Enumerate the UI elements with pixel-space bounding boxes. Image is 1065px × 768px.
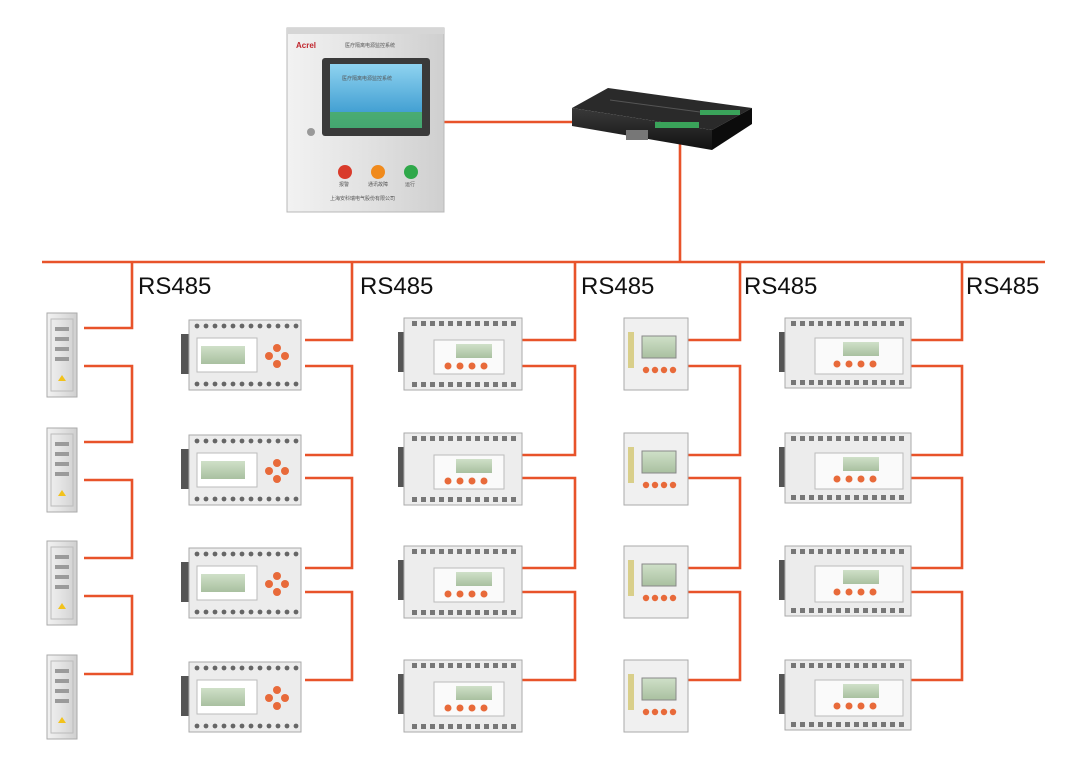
lcd-display: [641, 677, 677, 701]
insulation-monitor-wide-4: [181, 661, 302, 733]
lcd-display: [641, 335, 677, 359]
insulation-monitor-din-3: [398, 545, 523, 619]
insulation-monitor-din-4: [398, 659, 523, 733]
lcd-display: [201, 346, 245, 364]
alarm-light-icon: [338, 165, 352, 179]
cabinet-title: 医疗隔离电源监控系统: [345, 42, 395, 49]
multi-channel-monitor-2: [779, 432, 912, 504]
compact-monitor-2: [623, 432, 689, 506]
lcd-display: [843, 684, 879, 698]
insulation-monitor-din-1: [398, 317, 523, 391]
communication-gateway: [572, 88, 752, 150]
column-1-chain: [84, 262, 134, 676]
run-light-icon: [404, 165, 418, 179]
compact-monitor-1: [623, 317, 689, 391]
insulation-monitor-wide-3: [181, 547, 302, 619]
isolation-power-cabinet-2: [46, 427, 78, 513]
insulation-monitor-din-2: [398, 432, 523, 506]
warning-icon: [58, 375, 66, 381]
column-3-chain: [522, 262, 577, 682]
multi-channel-monitor-3: [779, 545, 912, 617]
lcd-display: [201, 461, 245, 479]
cabinet-lock-icon: [307, 128, 315, 136]
column-5-chain: [905, 262, 964, 682]
insulation-monitor-wide-2: [181, 434, 302, 506]
compact-monitor-3: [623, 545, 689, 619]
run-label: 运行: [405, 181, 415, 188]
lcd-display: [456, 686, 492, 700]
lcd-display: [201, 574, 245, 592]
alarm-label: 报警: [339, 181, 349, 188]
lcd-display: [641, 450, 677, 474]
lcd-display: [456, 344, 492, 358]
bus-wiring: [42, 120, 1045, 682]
lcd-display: [456, 459, 492, 473]
lcd-display: [456, 572, 492, 586]
terminal-block: [655, 122, 699, 128]
lcd-display: [201, 688, 245, 706]
ethernet-port-icon: [626, 130, 648, 140]
cabinet-company: 上海安科瑞电气股份有限公司: [330, 195, 395, 202]
rs485-label-5: RS485: [966, 273, 1039, 300]
comm-fault-label: 通讯故障: [368, 181, 388, 188]
isolation-power-cabinet-1: [46, 312, 78, 398]
lcd-display: [843, 570, 879, 584]
insulation-monitor-wide-1: [181, 319, 302, 391]
compact-monitor-4: [623, 659, 689, 733]
device-columns: [46, 312, 912, 740]
warning-icon: [58, 603, 66, 609]
multi-channel-monitor-4: [779, 659, 912, 731]
screen-title: 医疗隔离电源监控系统: [342, 75, 392, 82]
rs485-label-3: RS485: [581, 273, 654, 300]
comm-fault-light-icon: [371, 165, 385, 179]
lcd-display: [843, 457, 879, 471]
column-4-chain: [688, 262, 742, 682]
rs485-label-1: RS485: [138, 273, 211, 300]
column-2-chain: [305, 262, 354, 682]
rs485-label-4: RS485: [744, 273, 817, 300]
lcd-display: [843, 342, 879, 356]
rs485-label-2: RS485: [360, 273, 433, 300]
warning-icon: [58, 717, 66, 723]
cabinet-brand: Acrel: [296, 41, 316, 50]
multi-channel-monitor-1: [779, 317, 912, 389]
monitor-cabinet: Acrel 医疗隔离电源监控系统 医疗隔离电源监控系统 报警 通讯故障 运行 上…: [286, 27, 445, 213]
isolation-power-cabinet-3: [46, 540, 78, 626]
lcd-display: [641, 563, 677, 587]
warning-icon: [58, 490, 66, 496]
isolation-power-cabinet-4: [46, 654, 78, 740]
